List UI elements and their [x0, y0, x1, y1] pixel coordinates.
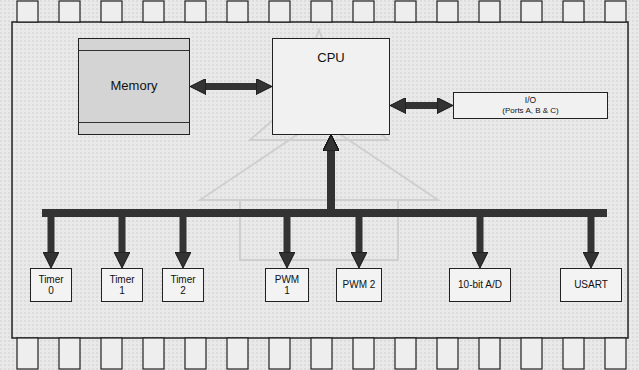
memory-cpu-arrow — [206, 83, 256, 90]
pin — [59, 338, 80, 369]
box-label: PWM 1 — [271, 274, 303, 297]
pin — [59, 1, 80, 22]
box-sublabel: (Ports A, B & C) — [502, 106, 558, 115]
bus-arrow — [331, 151, 591, 252]
pin — [395, 1, 416, 22]
pin — [17, 1, 38, 22]
pin — [521, 338, 542, 369]
pin — [227, 1, 248, 22]
pin — [227, 338, 248, 369]
pwm-block: PWM 2 — [336, 268, 382, 302]
pins — [17, 1, 626, 369]
pin — [437, 338, 458, 369]
box-label: USART — [574, 279, 608, 291]
io-ports-block: I/O(Ports A, B & C) — [453, 92, 608, 119]
box-label: Timer 0 — [36, 274, 66, 297]
bus-arrow — [331, 151, 480, 252]
box-label: 10-bit A/D — [458, 279, 502, 291]
pin — [521, 1, 542, 22]
pin — [101, 1, 122, 22]
pin — [185, 338, 206, 369]
box-label: CPU — [317, 51, 344, 66]
timer-block: Timer 2 — [162, 268, 204, 302]
pin — [479, 1, 500, 22]
pin — [101, 338, 122, 369]
pin — [143, 1, 164, 22]
pin — [353, 338, 374, 369]
adc-block: 10-bit A/D — [449, 268, 511, 302]
pin — [605, 338, 626, 369]
bus-arrow — [287, 151, 331, 252]
pin — [437, 1, 458, 22]
pin — [353, 1, 374, 22]
watermark — [200, 30, 438, 260]
pin — [269, 338, 290, 369]
pin — [563, 1, 584, 22]
pin — [395, 338, 416, 369]
chip-outline — [12, 22, 628, 338]
usart-block: USART — [560, 268, 622, 302]
pin — [311, 338, 332, 369]
cpu-block: CPU — [272, 38, 390, 135]
pin — [17, 338, 38, 369]
pin — [185, 1, 206, 22]
pwm-block: PWM 1 — [265, 268, 309, 302]
pin — [479, 338, 500, 369]
bus-arrow — [122, 151, 331, 252]
bus-arrow — [331, 151, 359, 252]
box-label: Timer 2 — [168, 274, 198, 297]
bus-arrow — [51, 151, 331, 252]
pin — [143, 338, 164, 369]
bus-arrow — [406, 102, 437, 109]
pin — [311, 1, 332, 22]
box-label: PWM 2 — [343, 279, 376, 291]
box-label: Timer 1 — [107, 274, 137, 297]
timer-block: Timer 0 — [30, 268, 72, 302]
pin — [563, 338, 584, 369]
memory-block: Memory — [78, 38, 190, 135]
box-label: I/O — [525, 96, 536, 106]
bus-arrow — [183, 151, 331, 252]
pin — [269, 1, 290, 22]
timer-block: Timer 1 — [101, 268, 143, 302]
box-label: Memory — [111, 79, 158, 94]
pin — [605, 1, 626, 22]
